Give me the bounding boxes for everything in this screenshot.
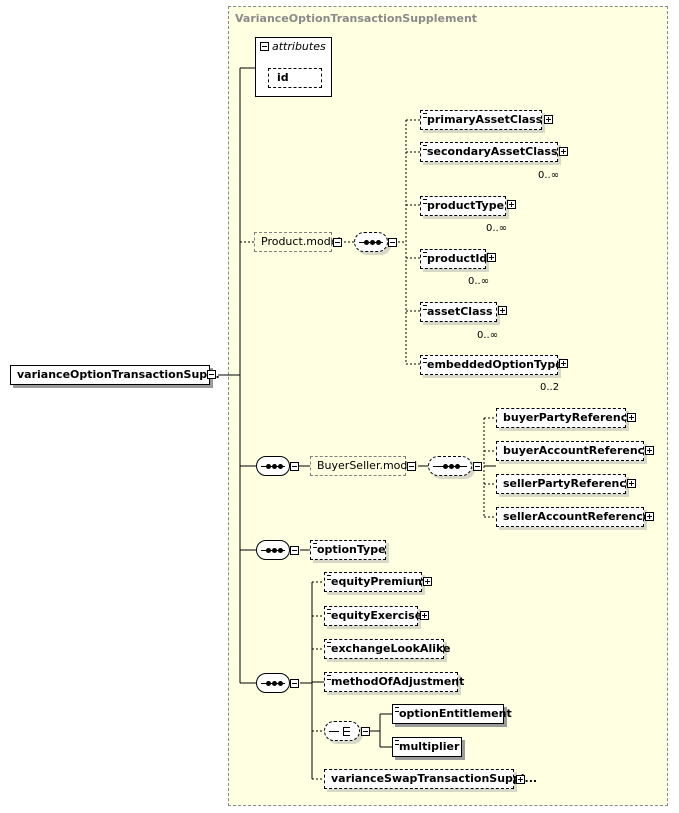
collapse-icon[interactable] xyxy=(260,42,269,51)
cardinality-label: 0..2 xyxy=(540,382,560,393)
collapse-icon[interactable] xyxy=(361,727,370,736)
sequence-compositor[interactable] xyxy=(256,540,290,560)
annotation-icon xyxy=(423,113,427,118)
element-label: secondaryAssetClass xyxy=(427,145,558,158)
element-method-of-adjustment[interactable]: methodOfAdjustment xyxy=(324,672,464,692)
annotation-icon xyxy=(423,305,427,310)
annotation-icon xyxy=(423,252,427,257)
product-model-label: Product.model xyxy=(261,235,341,248)
element-label: equityPremium xyxy=(331,575,426,588)
attributes-group: attributes id xyxy=(255,37,332,97)
buyer-seller-model-group[interactable]: BuyerSeller.model xyxy=(310,456,417,476)
expand-icon[interactable] xyxy=(507,200,516,209)
annotation-icon xyxy=(313,543,317,548)
attribute-id-label: id xyxy=(277,71,289,84)
expand-icon[interactable] xyxy=(487,253,496,262)
root-element-label: varianceOptionTransactionSup... xyxy=(17,368,220,381)
element-product-type[interactable]: productType xyxy=(420,196,506,216)
annotation-icon xyxy=(395,707,399,712)
element-label: varianceSwapTransactionSuppl... xyxy=(331,772,538,785)
attributes-title: attributes xyxy=(272,40,326,53)
collapse-icon[interactable] xyxy=(290,462,299,471)
element-embedded-option-type[interactable]: embeddedOptionType xyxy=(420,355,563,375)
collapse-icon[interactable] xyxy=(333,238,342,247)
element-label: exchangeLookAlike xyxy=(331,642,451,655)
element-label: productType xyxy=(427,199,505,212)
element-option-type[interactable]: optionType xyxy=(310,540,386,560)
expand-icon[interactable] xyxy=(423,577,432,586)
expand-icon[interactable] xyxy=(559,359,568,368)
annotation-icon xyxy=(327,642,331,647)
element-label: equityExercise xyxy=(331,609,423,622)
annotation-icon xyxy=(395,740,399,745)
expand-icon[interactable] xyxy=(645,512,654,521)
element-seller-party-reference[interactable]: sellerPartyReference xyxy=(496,474,633,494)
expand-icon[interactable] xyxy=(516,775,525,784)
expand-icon[interactable] xyxy=(627,413,636,422)
annotation-icon xyxy=(327,609,331,614)
element-asset-class[interactable]: assetClass xyxy=(420,302,497,322)
type-title: VarianceOptionTransactionSupplement xyxy=(235,12,478,25)
element-label: optionEntitlement xyxy=(399,707,512,720)
element-secondary-asset-class[interactable]: secondaryAssetClass xyxy=(420,142,558,162)
cardinality-label: 0..∞ xyxy=(468,276,490,287)
sequence-compositor[interactable] xyxy=(256,673,290,693)
expand-icon[interactable] xyxy=(544,115,553,124)
collapse-icon[interactable] xyxy=(388,238,397,247)
element-label: sellerAccountReference xyxy=(503,510,651,523)
element-buyer-account-reference[interactable]: buyerAccountReference xyxy=(496,441,652,461)
element-option-entitlement[interactable]: optionEntitlement xyxy=(392,704,512,724)
element-label: primaryAssetClass xyxy=(427,113,543,126)
element-label: buyerPartyReference xyxy=(503,411,635,424)
element-multiplier[interactable]: multiplier xyxy=(392,737,462,757)
annotation-icon xyxy=(423,145,427,150)
choice-compositor[interactable] xyxy=(324,721,360,741)
collapse-icon[interactable] xyxy=(207,370,216,379)
collapse-icon[interactable] xyxy=(290,679,299,688)
attribute-id[interactable]: id xyxy=(268,68,322,88)
element-buyer-party-reference[interactable]: buyerPartyReference xyxy=(496,408,635,428)
element-label: assetClass xyxy=(427,305,493,318)
sequence-compositor[interactable] xyxy=(428,456,472,476)
cardinality-label: 0..∞ xyxy=(486,223,508,234)
element-equity-exercise[interactable]: equityExercise xyxy=(324,606,422,626)
expand-icon[interactable] xyxy=(645,446,654,455)
element-label: optionType xyxy=(317,543,386,556)
element-label: sellerPartyReference xyxy=(503,477,634,490)
sequence-compositor[interactable] xyxy=(256,456,290,476)
annotation-icon xyxy=(327,675,331,680)
element-label: buyerAccountReference xyxy=(503,444,652,457)
expand-icon[interactable] xyxy=(627,479,636,488)
element-exchange-look-alike[interactable]: exchangeLookAlike xyxy=(324,639,450,659)
cardinality-label: 0..∞ xyxy=(538,170,560,181)
expand-icon[interactable] xyxy=(420,611,429,620)
element-primary-asset-class[interactable]: primaryAssetClass xyxy=(420,110,542,130)
annotation-icon xyxy=(327,575,331,580)
element-seller-account-reference[interactable]: sellerAccountReference xyxy=(496,507,650,527)
sequence-compositor[interactable] xyxy=(354,232,388,252)
element-equity-premium[interactable]: equityPremium xyxy=(324,572,426,592)
buyer-seller-model-label: BuyerSeller.model xyxy=(317,459,418,472)
element-label: methodOfAdjustment xyxy=(331,675,465,688)
element-label: embeddedOptionType xyxy=(427,358,563,371)
collapse-icon[interactable] xyxy=(290,546,299,555)
expand-icon[interactable] xyxy=(559,147,568,156)
element-label: multiplier xyxy=(399,740,460,753)
product-model-group[interactable]: Product.model xyxy=(254,232,341,252)
annotation-icon xyxy=(423,199,427,204)
cardinality-label: 0..∞ xyxy=(477,330,499,341)
root-element[interactable]: varianceOptionTransactionSup... xyxy=(10,365,220,385)
element-variance-swap-transaction-supplement[interactable]: varianceSwapTransactionSuppl... xyxy=(324,769,537,789)
collapse-icon[interactable] xyxy=(407,462,416,471)
element-label: productId xyxy=(427,252,488,265)
element-product-id[interactable]: productId xyxy=(420,249,488,269)
expand-icon[interactable] xyxy=(498,306,507,315)
collapse-icon[interactable] xyxy=(473,462,482,471)
annotation-icon xyxy=(423,358,427,363)
